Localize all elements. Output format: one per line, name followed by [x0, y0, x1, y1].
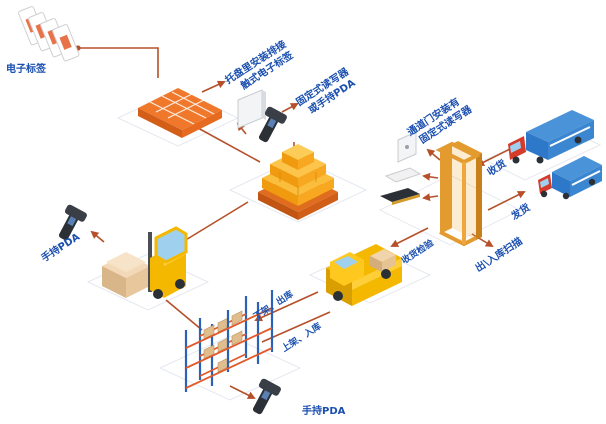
arrow-forklift-to-pda [90, 230, 105, 243]
arrow-pallet-to-label [201, 80, 226, 93]
arrow-inout-scan [471, 233, 494, 248]
arrow-gate-to-truck [487, 191, 526, 211]
gate-reader-icons [380, 131, 422, 205]
forklift-icon [102, 226, 188, 299]
arrow-shelf-out [254, 291, 319, 322]
warehouse-shelf-icon [184, 290, 274, 392]
arrow-forklift-to-shelf [165, 299, 203, 331]
label-ship: 发货 [508, 201, 533, 223]
arrow-shelf-in [261, 311, 331, 343]
fixed-reader-icon [237, 89, 266, 129]
arrow-truck-to-gate [476, 147, 513, 166]
arrow-shelf-to-pda [229, 385, 256, 399]
container-truck-icon [508, 110, 602, 200]
pallet-icon [138, 88, 222, 138]
arrow-reader-to-label [281, 103, 299, 113]
handheld-pda-icon [258, 106, 287, 143]
rfid-tag-icon [18, 6, 80, 62]
label-handheld-pda-bottom: 手持PDA [302, 404, 346, 417]
handheld-pda-bottom-icon [252, 378, 281, 415]
label-inout-scan: 出\入库扫描 [473, 234, 525, 274]
arrow-pallet-to-boxes [197, 127, 261, 163]
box-stack [258, 144, 338, 220]
gate-frame-icon [435, 141, 482, 247]
label-rfid-tag: 电子标签 [6, 62, 47, 75]
pickup-truck-icon [326, 244, 402, 306]
arrow-tag-to-pallet [75, 45, 159, 78]
handheld-pda-left-icon [58, 204, 87, 241]
label-receive-check: 收货检验 [399, 236, 437, 266]
arrow-gate-to-pickup [390, 227, 429, 247]
